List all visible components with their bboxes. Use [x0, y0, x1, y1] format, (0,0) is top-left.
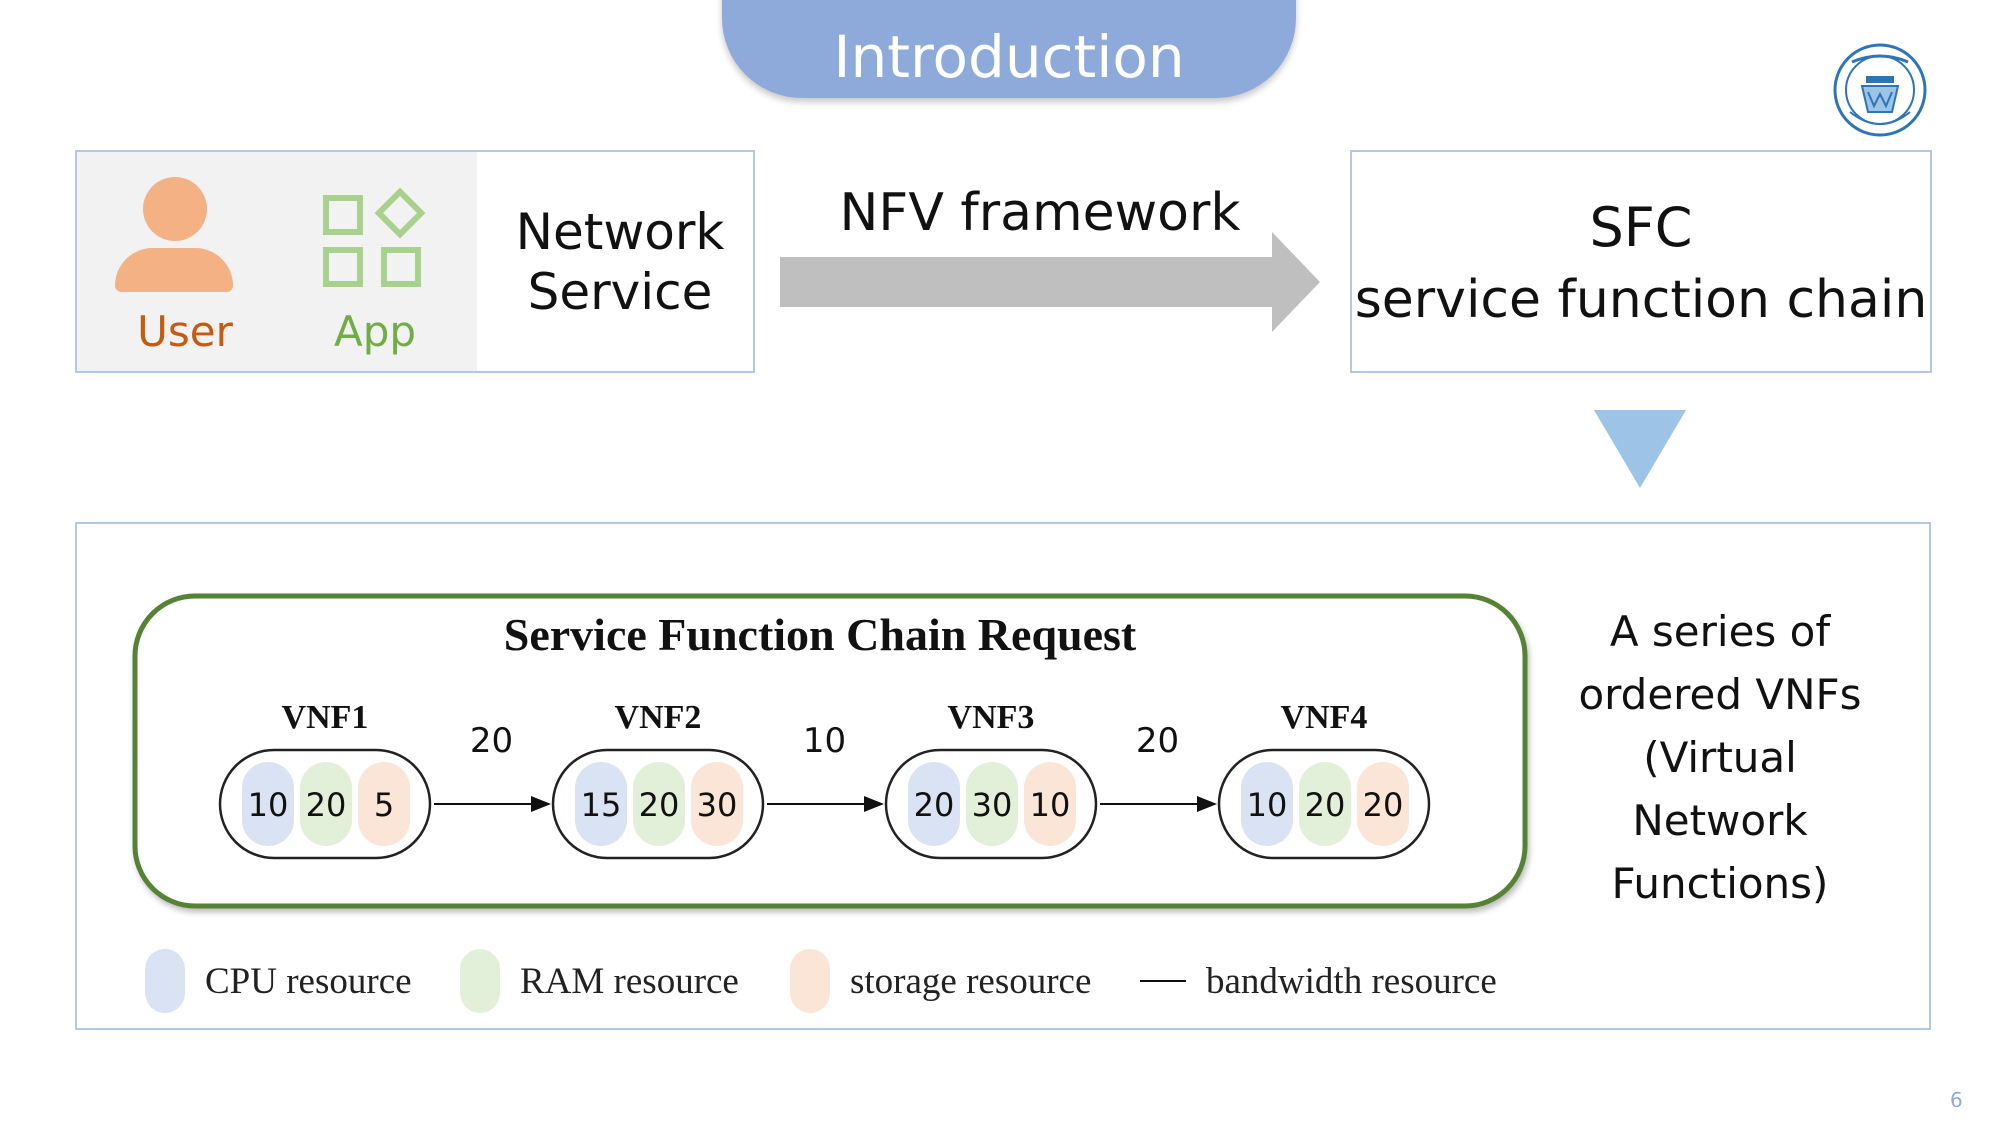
ram-resource-pill: [633, 762, 685, 846]
legend-storage: storage resource: [790, 948, 1091, 1014]
vnf-name: VNF3: [948, 699, 1035, 736]
cpu-value: 10: [1247, 786, 1288, 824]
cpu-legend-swatch: [145, 949, 185, 1013]
description-line2: ordered VNFs: [1578, 670, 1862, 719]
ram-legend-swatch: [460, 949, 500, 1013]
bandwidth-value: 10: [803, 721, 846, 761]
nfv-framework-label: NFV framework: [839, 183, 1241, 243]
cpu-resource-pill: [1241, 762, 1293, 846]
description-line4: Network: [1632, 796, 1808, 845]
vnf-name: VNF2: [615, 699, 702, 736]
storage-resource-pill: [1357, 762, 1409, 846]
storage-resource-pill: [1024, 762, 1076, 846]
storage-value: 10: [1030, 786, 1071, 824]
sfc-box: [1350, 150, 1932, 373]
description-line5: Functions): [1611, 859, 1829, 908]
description-line1: A series of: [1609, 607, 1831, 656]
cpu-resource-pill: [908, 762, 960, 846]
chain-border: [132, 593, 1528, 909]
storage-resource-pill: [691, 762, 743, 846]
storage-value: 30: [697, 786, 738, 824]
bandwidth-value: 20: [470, 721, 513, 761]
cpu-resource-pill: [575, 762, 627, 846]
network-service-label: Network Service: [500, 202, 740, 322]
cpu-value: 10: [248, 786, 289, 824]
cpu-value: 15: [581, 786, 622, 824]
slide-title: Introduction: [833, 23, 1185, 91]
ram-resource-pill: [300, 762, 352, 846]
storage-value: 20: [1363, 786, 1404, 824]
sfc-title: SFC: [1589, 196, 1693, 259]
bandwidth-value: 20: [1136, 721, 1179, 761]
user-icon-head: [143, 177, 207, 241]
page-number: 6: [1950, 1088, 1963, 1112]
description-line3: (Virtual: [1643, 733, 1797, 782]
ram-value: 20: [306, 786, 347, 824]
network-service-line1: Network: [515, 203, 725, 261]
ram-value: 20: [639, 786, 680, 824]
ram-value: 30: [972, 786, 1013, 824]
right-arrow-icon: [780, 232, 1320, 332]
app-label: App: [333, 307, 417, 356]
bandwidth-legend-line: [1140, 980, 1186, 982]
title-banner: Introduction: [722, 0, 1296, 98]
legend-bandwidth: bandwidth resource: [1140, 948, 1497, 1014]
chain-title: Service Function Chain Request: [504, 609, 1137, 660]
vnf-description: A series of ordered VNFs (Virtual Networ…: [1545, 600, 1895, 915]
storage-legend-swatch: [790, 949, 830, 1013]
vnf-name: VNF4: [1281, 699, 1368, 736]
network-service-line2: Service: [527, 263, 713, 321]
app-grid-icon: [323, 188, 426, 287]
legend-ram-label: RAM resource: [520, 960, 739, 1002]
legend-bandwidth-label: bandwidth resource: [1206, 960, 1497, 1002]
vnf-name: VNF1: [282, 699, 369, 736]
cpu-value: 20: [914, 786, 955, 824]
user-label: User: [137, 307, 233, 356]
cpu-resource-pill: [242, 762, 294, 846]
legend-cpu: CPU resource: [145, 948, 412, 1014]
sfc-subtitle: service function chain: [1354, 270, 1928, 330]
ram-resource-pill: [966, 762, 1018, 846]
ram-resource-pill: [1299, 762, 1351, 846]
storage-value: 5: [374, 786, 394, 824]
sfc-request-diagram: Service Function Chain Request VNF1 10 20 5…: [132, 593, 1528, 909]
down-arrow-icon: [1594, 410, 1686, 488]
legend-ram: RAM resource: [460, 948, 739, 1014]
university-seal-logo: [1833, 43, 1927, 137]
user-icon: [115, 248, 233, 292]
ram-value: 20: [1305, 786, 1346, 824]
legend-cpu-label: CPU resource: [205, 960, 412, 1002]
storage-resource-pill: [358, 762, 410, 846]
legend-storage-label: storage resource: [850, 960, 1092, 1002]
